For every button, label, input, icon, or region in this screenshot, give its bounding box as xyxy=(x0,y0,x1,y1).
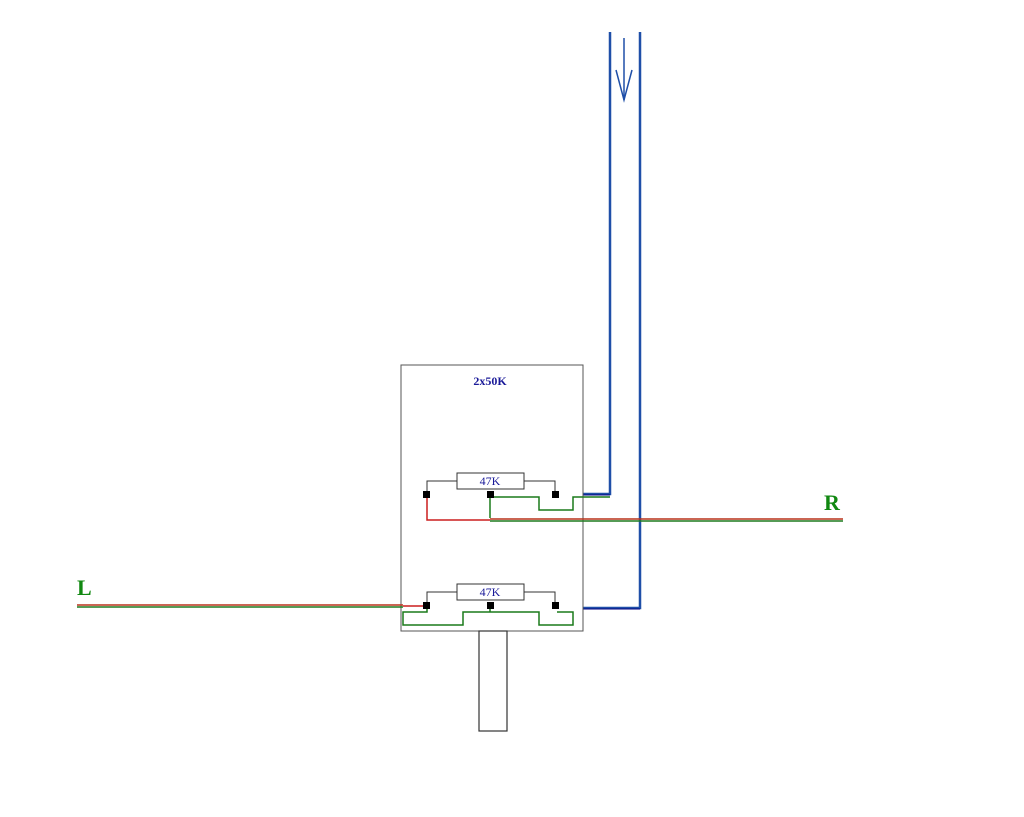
potentiometer-label: 2x50K xyxy=(473,374,507,388)
upper-hot-wire xyxy=(426,497,490,521)
upper-resistor-label: 47K xyxy=(480,474,501,488)
lower-ground-jumper xyxy=(402,608,574,626)
right-channel-label: R xyxy=(824,490,841,515)
left-channel-cable xyxy=(77,604,403,608)
lower-resistor-label: 47K xyxy=(480,585,501,599)
lower-terminal-right xyxy=(552,602,559,609)
lower-resistor xyxy=(456,583,525,601)
lower-pot-section: 47K xyxy=(402,583,574,626)
right-channel-cable xyxy=(490,518,843,522)
upper-terminal-wiper xyxy=(487,491,494,498)
lower-terminal-left xyxy=(423,602,430,609)
potentiometer-shaft[interactable] xyxy=(478,630,508,732)
input-cable-outer-conductor xyxy=(557,32,642,610)
lower-terminal-wiper xyxy=(487,602,494,609)
signal-direction-arrow-icon xyxy=(615,38,633,103)
upper-pot-section: 47K xyxy=(423,472,610,521)
upper-resistor xyxy=(456,472,525,490)
left-channel-label: L xyxy=(77,575,92,600)
upper-terminal-left xyxy=(423,491,430,498)
upper-terminal-right xyxy=(552,491,559,498)
